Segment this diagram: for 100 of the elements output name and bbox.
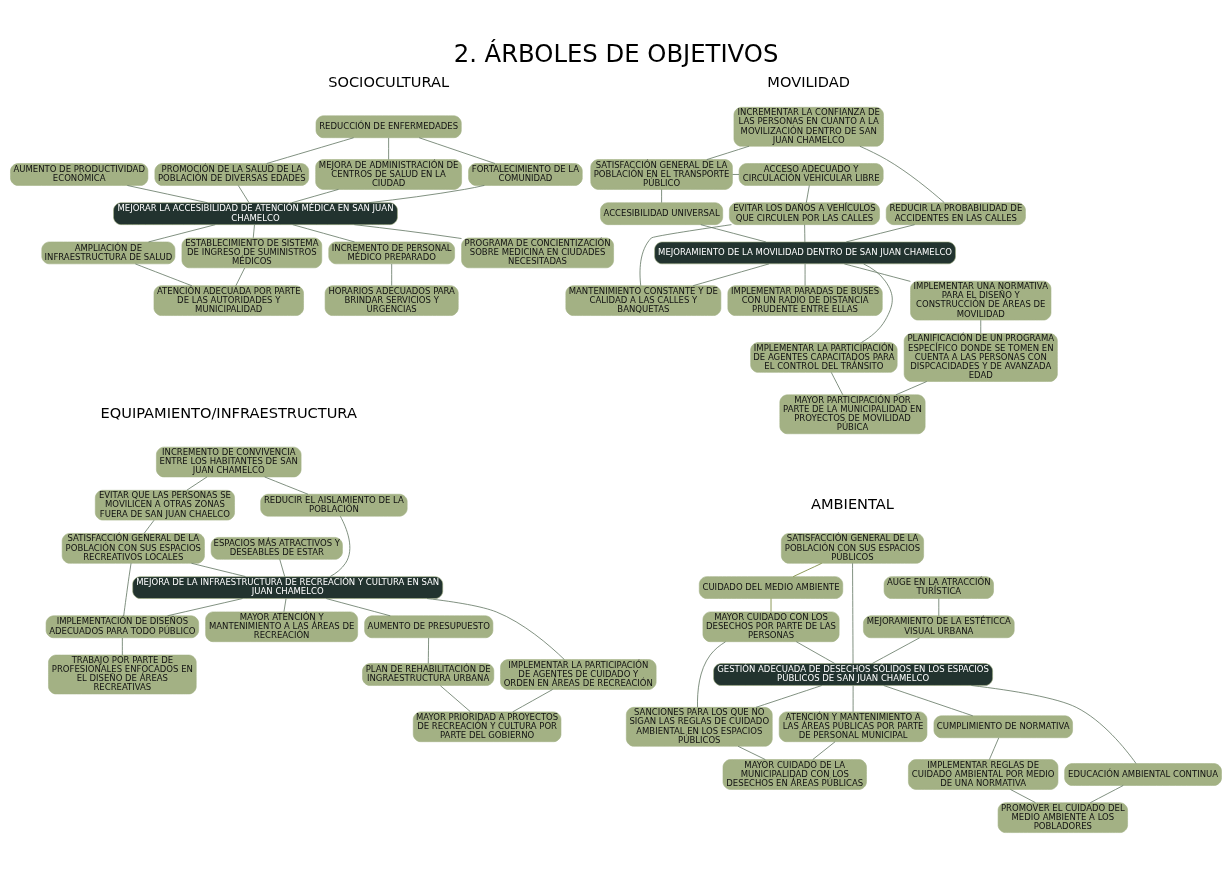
node-box: INCREMENTO DE CONVIVENCIA ENTRE LOS HABITANTES DE SAN JUAN CHAMELCO [156, 446, 302, 478]
node-box: PLAN DE REHABILITACIÓN DE INGRAESTRUCTURA URBANA [362, 663, 495, 686]
connector [391, 263, 393, 287]
connector [325, 598, 391, 617]
node-box: PROMOVER EL CUIDADO DEL MEDIO AMBIENTE A LOS POBLADORES [997, 802, 1128, 833]
connector [737, 745, 766, 760]
node-box: CUIDADO DEL MEDIO AMBIENTE [699, 576, 844, 599]
connector [639, 224, 732, 287]
connector [135, 263, 192, 287]
node-box: MEJORAMIENTO DE LA ESTÉTICCA VISUAL URBANA [863, 615, 1015, 639]
connector [279, 558, 286, 577]
node-box: ACCESO ADECUADO Y CIRCULACIÓN VEHICULAR LIBRE [738, 163, 884, 186]
node-box: AUMENTO DE PRODUCTIVIDAD ECONÓMICA [10, 163, 149, 186]
connector [843, 263, 911, 282]
node-box: MAYOR ATENCIÓN Y MANTENIMIENTO A LAS ÁREAS DE RECREACIÓN [205, 611, 358, 642]
connector [186, 476, 208, 491]
connector [895, 381, 928, 396]
node-box: AUGE EN LA ATRACCIÓN TURÍSTICA [883, 576, 994, 599]
connector [980, 319, 982, 334]
node-box: REDUCIR EL AISLAMIENTO DE LA POBLACIÓN [260, 493, 408, 517]
connector [121, 637, 123, 656]
connector [661, 189, 662, 203]
connector [427, 637, 429, 664]
connector [812, 741, 836, 760]
node-box: MAYOR CUIDADO DE LA MUNICIPALIDAD CON LOS DESECHOS EN ÁREAS PÚBLICAS [722, 759, 867, 790]
node-box: MAYOR CUIDADO CON LOS DESECHOS POR PARTE DE LAS PERSONAS [702, 611, 840, 642]
connector [830, 372, 844, 396]
node-box: IMPLEMENTAR LA PARTICIPACIÓN DE AGENTES DE CUIDADO Y ORDEN EN ÁREAS DE RECREACIÓN [500, 659, 657, 690]
connector [804, 224, 806, 243]
node-box: ATENCIÓN ADECUADA POR PARTE DE LAS AUTORIDADES Y MUNICIPALIDAD [153, 285, 304, 316]
connector [845, 224, 916, 243]
connector [883, 685, 974, 717]
node-box: FORTALECIMIENTO DE LA COMUNIDAD [468, 163, 583, 186]
node-box: PLANIFICACIÓN DE UN PROGRAMA ESPECÍFICO DONDE SE TOMEN EN CUENTA A LAS PERSONAS CON DISPCACIDADES Y DE AVANZADA EDAD [903, 333, 1058, 382]
node-box: MANTENIMIENTO CONSTANTE Y DE CALIDAD A LAS CALLES Y BANQUETAS [565, 285, 722, 316]
connector [859, 145, 945, 203]
connector [329, 515, 351, 577]
connector [871, 637, 920, 664]
connector [148, 224, 216, 243]
connector [852, 562, 854, 664]
connector [439, 685, 471, 713]
node-box: PROGRAMA DE CONCIENTIZACIÓN SOBRE MEDICINA EN CIUDADES NECESITADAS [461, 237, 614, 269]
node-box: IMPLEMENTAR LA PARTICIPACIÓN DE AGENTES CAPACITADOS PARA EL CONTROL DEL TRÁNSITO [750, 342, 898, 373]
connector [970, 685, 1137, 764]
node-box: MAYOR PRIORIDAD A PROYECTOS DE RECREACIÓN Y CULTURA POR PARTE DEL GOBIERNO [412, 711, 562, 742]
connector [1089, 785, 1124, 804]
connector [795, 641, 836, 664]
connector [123, 562, 132, 617]
connector [237, 185, 250, 204]
node-box: AUMENTO DE PRESUPUESTO [364, 615, 494, 639]
connector [706, 145, 750, 160]
node-box: INCREMENTO DE PERSONAL MÉDICO PREPARADO [328, 241, 455, 265]
node-box: ATENCIÓN Y MANTENIMIENTO A LAS ÁREAS PÚBLICAS POR PARTE DE PERSONAL MUNICIPAL [778, 711, 928, 742]
label: EQUIPAMIENTO/INFRAESTRUCTURA [100, 404, 357, 422]
node-box: MEJORAMIENTO DE LA MOVILIDAD DENTRO DE SAN JUAN CHAMELCO [654, 241, 956, 265]
node-box: IMPLEMENTAR PARADAS DE BUSES CON UN RADIO DE DISTANCIA PRUDENTE ENTRE ELLAS [727, 285, 883, 316]
connector [426, 598, 565, 660]
node-box: CUMPLIMIENTO DE NORMATIVA [933, 715, 1073, 739]
connector [283, 598, 287, 613]
node-box: IMPLEMENTAR UNA NORMATIVA PARA EL DISEÑO Y CONSTRUCCIÓN DE ÁREAS DE MOVILIDAD [910, 280, 1052, 321]
connector [692, 263, 770, 287]
connector [697, 641, 726, 708]
node-box: GESTIÓN ADECUADA DE DESECHOS SÓLIDOS EN LOS ESPACIOS PÚBLICOS DE SAN JUAN CHAMELCO [713, 663, 993, 686]
connector [804, 263, 806, 287]
connector [143, 519, 155, 534]
node-box: EDUCACIÓN AMBIENTAL CONTINUA [1064, 763, 1222, 786]
node-box: SANCIONES PARA LOS QUE NO SIGAN LAS REGLAS DE CUIDADO AMBIENTAL EN LOS ESPACIOS PÚBLICOS [626, 707, 773, 747]
node-box: ESPACIOS MÁS ATRACTIVOS Y DESEABLES DE ESTAR [210, 537, 343, 560]
node-box: TRABAJO POR PARTE DE PROFESIONALES ENFOCADOS EN EL DISEÑO DE ÁREAS RECREATIVAS [48, 654, 197, 695]
connector [805, 185, 810, 204]
connector [167, 598, 243, 617]
connector [861, 263, 893, 343]
connector [512, 689, 554, 713]
node-box: MAYOR PARTICIPACIÓN POR PARTE DE LA MUNICIPALIDAD EN PROYECTOS DE MOVILIDAD PÚBICA [779, 394, 926, 435]
node-box: SATISFACCIÓN GENERAL DE LA POBLACIÓN CON SUS ESPACIOS RECREATIVOS LOCALES [61, 533, 205, 564]
connector [368, 185, 485, 204]
node-box: AMPLIACIÓN DE INFRAESTRUCTURA DE SALUD [41, 241, 176, 265]
node-box: SATISFACCIÓN GENERAL DE LA POBLACIÓN EN EL TRANSPORTE PÚBLICO [590, 159, 733, 190]
label: MOVILIDAD [767, 72, 851, 90]
connector [191, 562, 246, 577]
node-box: REDUCIR LA PROBABILIDAD DE ACCIDENTES EN LAS CALLES [885, 202, 1026, 225]
node-box: INCREMENTAR LA CONFIANZA DE LAS PERSONAS EN CUANTO A LA MOVILIZACIÓN DENTRO DE SAN JUAN CHAMELCO [733, 107, 884, 147]
connector [792, 562, 823, 577]
node-box: REDUCCIÓN DE ENFERMEDADES [315, 115, 462, 138]
connector [755, 685, 823, 708]
node-box: ESTABLECIMIENTO DE SISTEMA DE INGRESO DE SUMINISTROS MÉDICOS [181, 237, 323, 269]
label: SOCIOCULTURAL [328, 72, 450, 90]
node-box: MEJORA DE LA INFRAESTRUCTURA DE RECREACIÓN Y CULTURA EN SAN JUAN CHAMELCO [132, 576, 444, 599]
connector [770, 598, 772, 613]
node-box: PROMOCIÓN DE LA SALUD DE LA POBLACIÓN DE DIVERSAS EDADES [154, 163, 309, 186]
node-box: SATISFACCIÓN GENERAL DE LA POBLACIÓN CON SUS ESPACIOS PÚBLICOS [781, 533, 924, 564]
connector [989, 737, 1000, 760]
connector [353, 224, 462, 239]
node-box: IMPLEMENTAR REGLAS DE CUIDADO AMBIENTAL POR MEDIO DE UNA NORMATIVA [908, 759, 1059, 790]
connector [1010, 789, 1036, 804]
node-box: HORARIOS ADECUADOS PARA BRINDAR SERVICIOS Y URGENCIAS [324, 285, 459, 316]
node-box: IMPLEMENTACIÓN DE DISEÑOS ADECUADOS PARA TODO PÚBLICO [45, 615, 199, 639]
node-box: MEJORA DE ADMINISTRACIÓN DE CENTROS DE SALUD EN LA CIUDAD [315, 159, 462, 190]
connector [700, 224, 767, 243]
node-box: EVITAR QUE LAS PERSONAS SE MOVILICEN A OTRAS ZONAS FUERA DE SAN JUAN CHAELCO [95, 490, 235, 521]
